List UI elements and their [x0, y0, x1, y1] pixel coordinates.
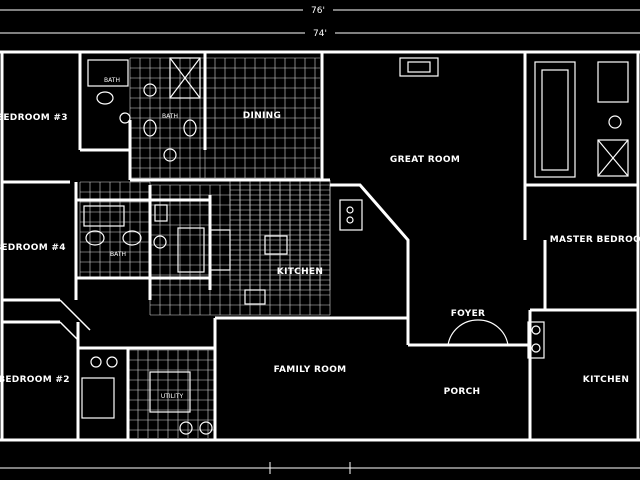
room-label-bedroom-3: BEDROOM #3	[0, 113, 68, 123]
fixtures	[81, 57, 629, 435]
room-label-bath-1: BATH	[104, 77, 120, 84]
room-label-foyer: FOYER	[451, 309, 486, 319]
room-label-porch: PORCH	[444, 387, 481, 397]
room-label-master-bedroom: MASTER BEDROOM	[550, 235, 640, 245]
room-label-great-room: GREAT ROOM	[390, 155, 460, 165]
room-label-kitchen: KITCHEN	[277, 267, 323, 277]
bottom-dimension-lines	[0, 462, 640, 474]
room-label-family-room: FAMILY ROOM	[274, 365, 347, 375]
room-label-bath-3: BATH	[110, 251, 126, 258]
top-dimension-lines	[0, 3, 640, 39]
room-label-utility: UTILITY	[161, 393, 184, 400]
overall-dimension: 76'	[311, 6, 325, 16]
room-label-bedroom-2: BEDROOM #2	[0, 375, 70, 385]
tile-grids	[79, 57, 331, 438]
room-label-bath-2: BATH	[162, 113, 178, 120]
exterior-walls	[0, 50, 640, 442]
interior-walls	[2, 52, 638, 440]
room-label-bedroom-4: BEDROOM #4	[0, 243, 66, 253]
room-label-kitchen-right: KITCHEN	[583, 375, 629, 385]
room-label-dining: DINING	[243, 111, 281, 121]
inner-dimension: 74'	[313, 29, 327, 39]
